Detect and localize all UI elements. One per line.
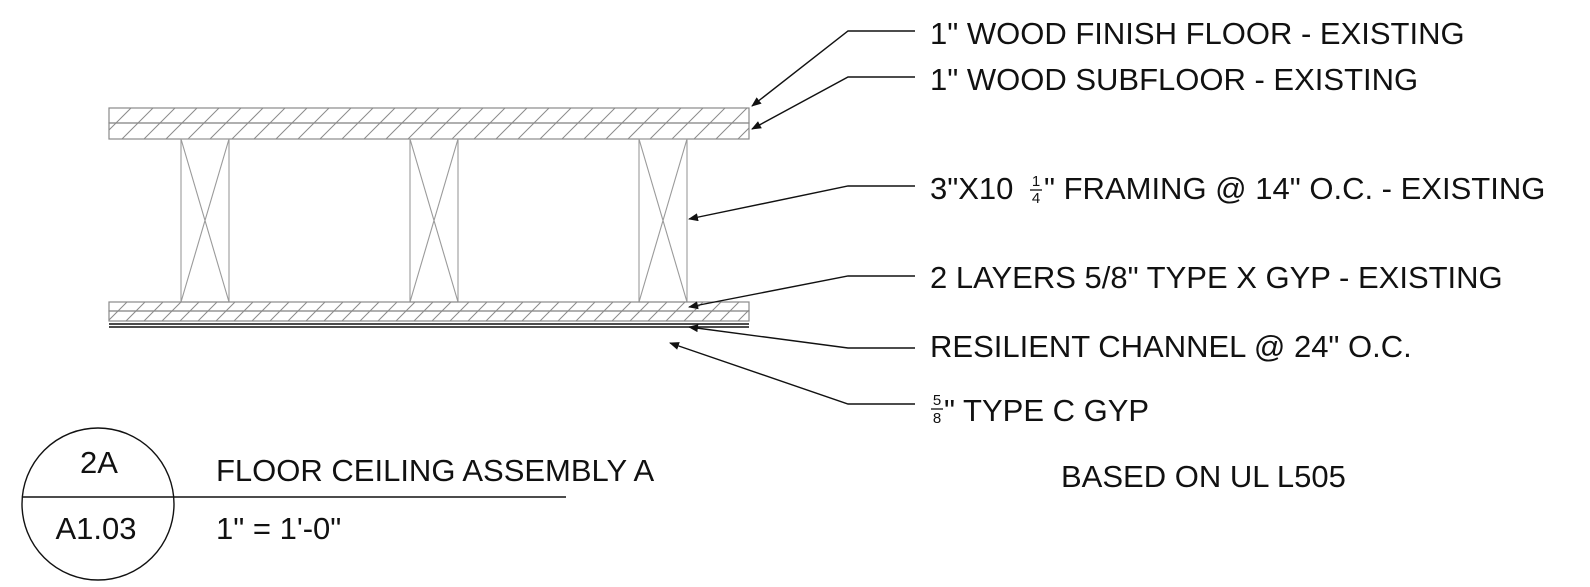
label-type-c-gyp-frac-den: 8 [933, 410, 941, 427]
label-type-c-gyp-suffix: " TYPE C GYP [944, 393, 1149, 428]
label-resilient-channel: RESILIENT CHANNEL @ 24" O.C. [930, 329, 1412, 364]
detail-number: 2A [80, 445, 118, 480]
sheet-number: A1.03 [55, 511, 136, 546]
label-based-on: BASED ON UL L505 [1061, 459, 1346, 494]
leader-finish-floor [751, 30, 915, 107]
leader-type-c-gyp [669, 342, 915, 405]
label-framing-frac-num: 1 [1032, 173, 1040, 190]
label-gyp-layers: 2 LAYERS 5/8" TYPE X GYP - EXISTING [930, 260, 1503, 295]
framing-joists [180, 138, 688, 303]
leader-resilient-channel [688, 324, 915, 349]
leader-lines [669, 30, 915, 405]
label-framing-frac-den: 4 [1032, 190, 1040, 207]
hatch-line [109, 302, 110, 303]
label-framing-suffix: " FRAMING @ 14" O.C. - EXISTING [1044, 171, 1545, 206]
label-framing: 3"X10 1 4 " FRAMING @ 14" O.C. - EXISTIN… [930, 171, 1545, 207]
label-type-c-gyp-frac-num: 5 [933, 392, 941, 409]
hatch-line [109, 108, 110, 109]
detail-scale: 1" = 1'-0" [216, 511, 341, 546]
hatch-line [760, 108, 791, 139]
detail-title: FLOOR CEILING ASSEMBLY A [216, 453, 655, 488]
detail-bubble [21, 427, 175, 581]
label-type-c-gyp: 5 8 " TYPE C GYP [931, 392, 1149, 428]
hatch-line [737, 127, 749, 139]
joist-2 [409, 138, 459, 303]
detail-title-block: 2A A1.03 FLOOR CEILING ASSEMBLY A 1" = 1… [21, 427, 655, 581]
wood-floor-layers [108, 107, 791, 140]
leader-framing [688, 185, 915, 222]
label-framing-prefix: 3"X10 [930, 171, 1013, 206]
leader-subfloor [751, 76, 915, 130]
joist-1 [180, 138, 230, 303]
hatch-line [756, 302, 775, 321]
gyp-layers [108, 301, 775, 322]
label-subfloor: 1" WOOD SUBFLOOR - EXISTING [930, 62, 1418, 97]
leader-gyp-layers [688, 275, 915, 310]
label-finish-floor: 1" WOOD FINISH FLOOR - EXISTING [930, 16, 1465, 51]
joist-3 [638, 138, 688, 303]
